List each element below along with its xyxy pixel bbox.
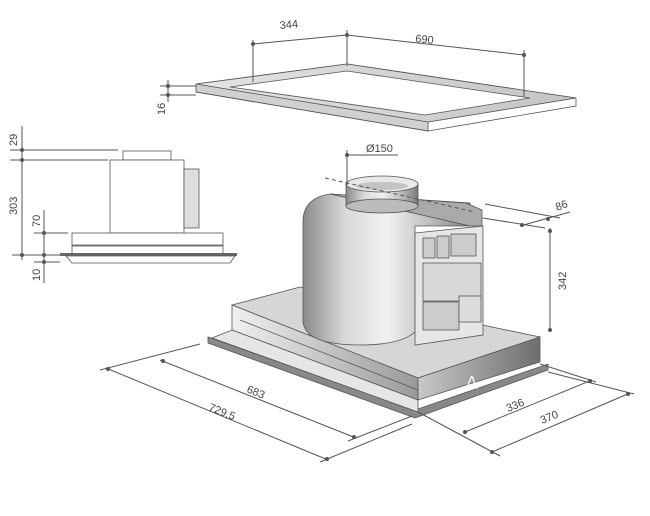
inner-width-label: 683: [245, 384, 267, 402]
frame-width-label: 690: [415, 33, 435, 47]
depth-offset-label: 86: [554, 198, 570, 213]
inner-depth-label: 336: [505, 397, 527, 415]
side-view: [60, 150, 237, 264]
frame-thickness-label: 16: [156, 103, 168, 115]
frame-offset-label: 344: [279, 18, 298, 32]
motor-height-label: 342: [557, 272, 569, 290]
side-glass-label: 10: [31, 269, 43, 281]
side-view-dimensions: 29 303 70 10: [8, 126, 118, 283]
side-base-label: 70: [31, 215, 43, 227]
side-height-label: 303: [8, 197, 20, 215]
frame-dimensions: 344 690 16: [156, 18, 526, 115]
side-top-label: 29: [8, 134, 20, 146]
mounting-frame: [195, 63, 577, 132]
hood-main-view: ⋀: [207, 175, 549, 419]
duct-diameter-label: Ø150: [366, 143, 393, 155]
hood-logo-mark: ⋀: [465, 373, 478, 389]
outer-width-label: 729,5: [207, 402, 237, 423]
